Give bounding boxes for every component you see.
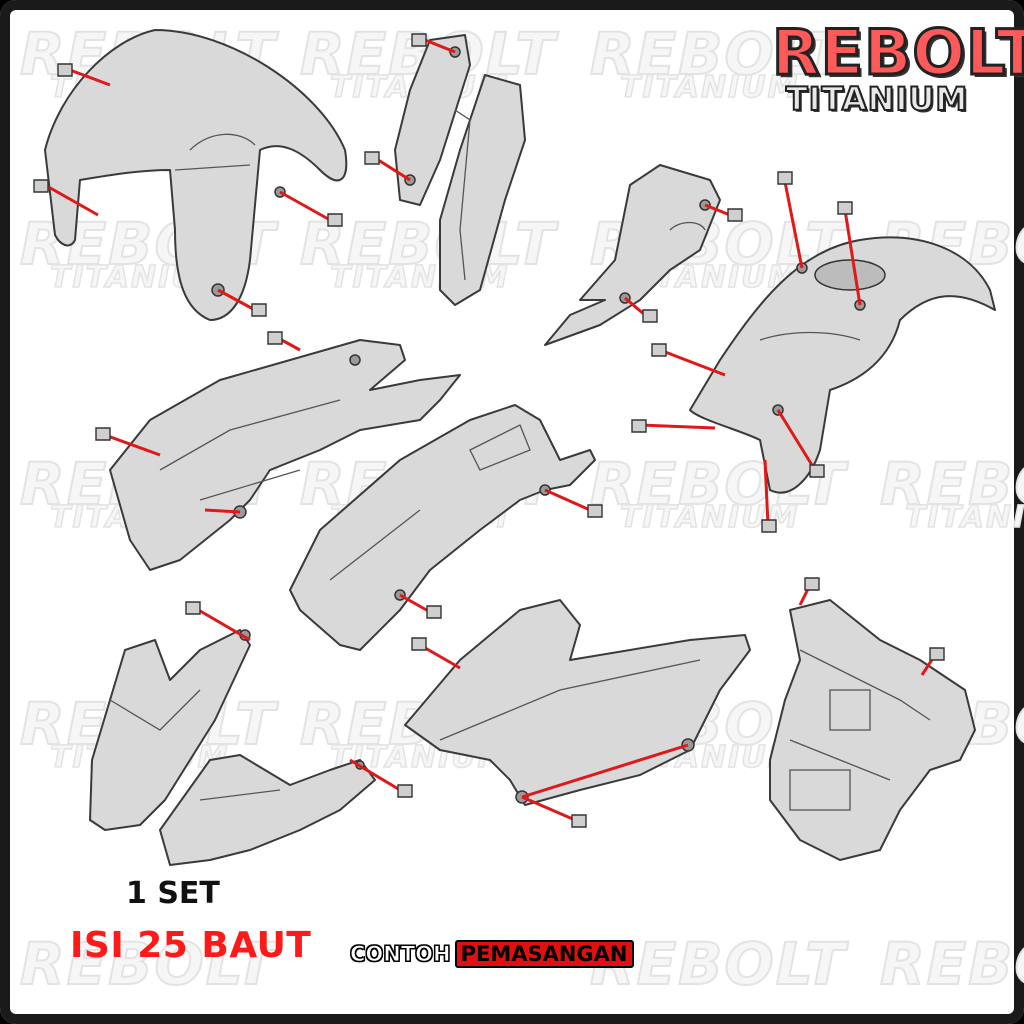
tank-cover-part bbox=[689, 236, 996, 494]
rear-hugger-part bbox=[404, 599, 751, 806]
bolt-callouts bbox=[33, 33, 945, 828]
brand-logo: REBOLT TITANIUM bbox=[771, 16, 1024, 118]
side-cowl-part bbox=[544, 164, 721, 346]
side-panel-pair-part bbox=[394, 34, 526, 306]
example-word-1: CONTOH bbox=[350, 942, 452, 967]
example-word-2: PEMASANGAN bbox=[454, 940, 634, 968]
front-lower-cowl-part bbox=[89, 629, 251, 831]
front-fender-part bbox=[44, 29, 348, 321]
set-label: 1 SET bbox=[126, 876, 220, 911]
tail-frame-part bbox=[769, 599, 976, 861]
side-fairing-left-part bbox=[109, 339, 461, 571]
installation-example-badge: CONTOH PEMASANGAN bbox=[346, 940, 634, 968]
belly-pan-part bbox=[159, 754, 376, 866]
bolt-count-label: ISI 25 BAUT bbox=[70, 925, 312, 966]
brand-subtitle: TITANIUM bbox=[785, 80, 969, 118]
brand-name: REBOLT bbox=[771, 16, 1024, 89]
